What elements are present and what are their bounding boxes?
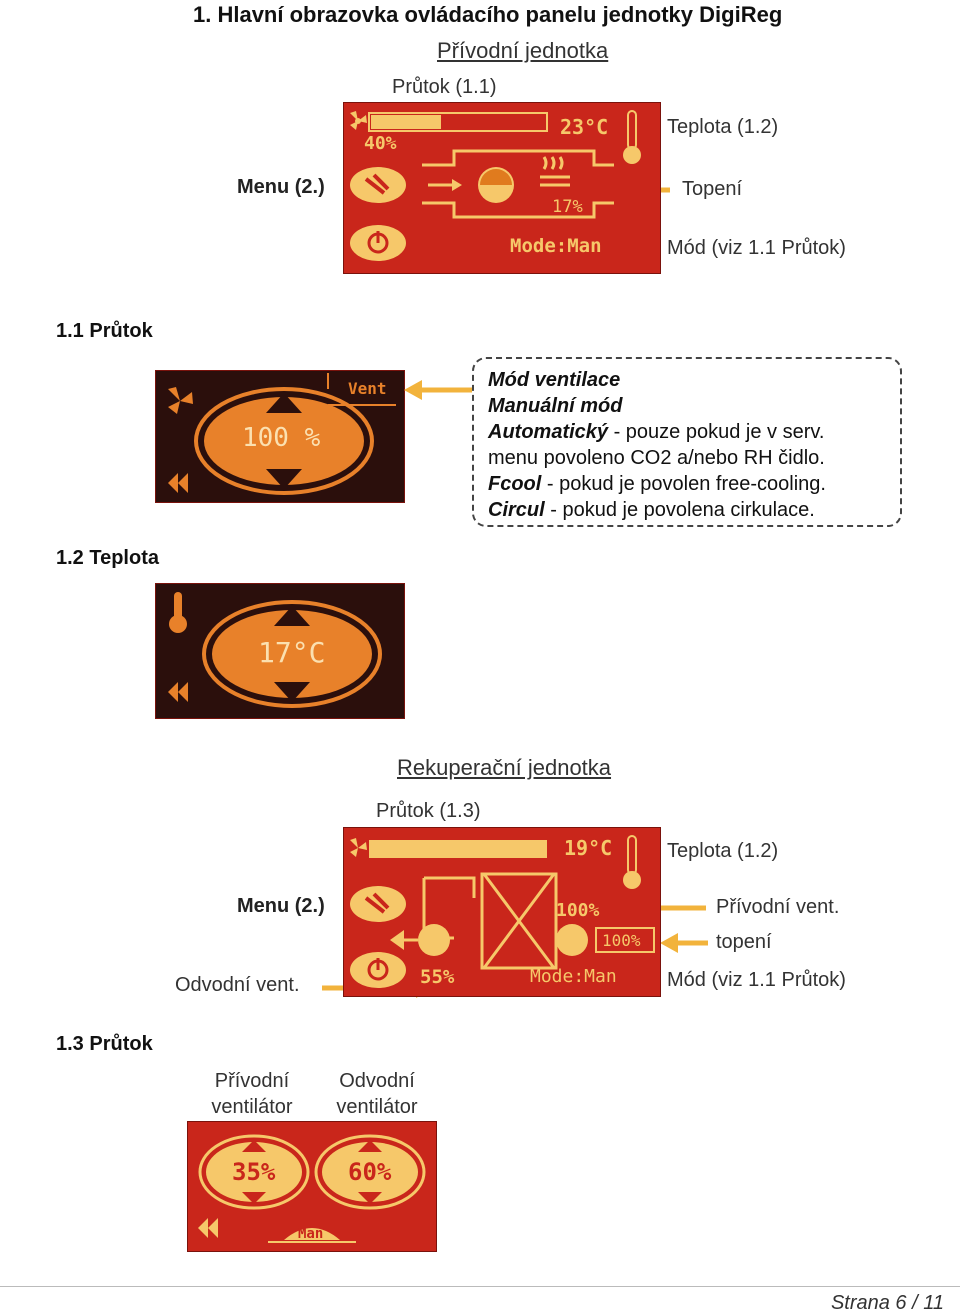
temp-value: 17°C bbox=[258, 636, 326, 669]
thermometer-icon bbox=[623, 835, 641, 889]
exhaust-fan-icon bbox=[418, 924, 450, 956]
label-supply-fan: Přívodní vent. bbox=[716, 896, 840, 918]
label-temp: Teplota (1.2) bbox=[667, 840, 779, 862]
up-arrow-icon bbox=[358, 1140, 382, 1152]
flow-bar-fill bbox=[371, 115, 441, 129]
heat-value: 100% bbox=[602, 931, 641, 950]
flow-value: 100 % bbox=[242, 423, 321, 453]
label-heating: Topení bbox=[682, 178, 743, 200]
heading-1-3: 1.3 Průtok bbox=[56, 1033, 153, 1055]
callout-line: Fcool - pokud je povolen free-cooling. bbox=[488, 473, 826, 495]
fan-icon bbox=[350, 838, 367, 857]
mode-value: Mode:Man bbox=[530, 966, 617, 987]
label-menu: Menu (2.) bbox=[237, 895, 325, 917]
heat-value: 17% bbox=[552, 197, 583, 217]
recup-screen: 19°C 100% 100% 55% Mode:Man bbox=[343, 827, 661, 997]
arrow-mode bbox=[404, 380, 472, 400]
supply-value: 100% bbox=[556, 900, 600, 921]
exhaust-fan-value: 60% bbox=[348, 1158, 392, 1186]
up-arrow-icon bbox=[242, 1140, 266, 1152]
thermometer-icon bbox=[169, 592, 187, 633]
back-icon bbox=[168, 682, 188, 702]
heading-1-2: 1.2 Teplota bbox=[56, 547, 159, 569]
page-title: 1. Hlavní obrazovka ovládacího panelu je… bbox=[193, 2, 783, 27]
fan-icon bbox=[168, 387, 193, 414]
label-mode: Mód (viz 1.1 Průtok) bbox=[667, 969, 846, 991]
label-exhaust-fan: Odvodní vent. bbox=[175, 974, 300, 996]
flow-bar-outline bbox=[368, 112, 548, 132]
supply-heading: Přívodní jednotka bbox=[437, 38, 609, 63]
up-arrow-icon bbox=[274, 606, 310, 626]
footer-divider bbox=[0, 1286, 960, 1287]
flow-screen: 100 % Vent bbox=[155, 370, 405, 503]
wrench-icon bbox=[350, 167, 406, 203]
callout-line: Mód ventilace bbox=[488, 369, 621, 391]
temp-value: 23°C bbox=[560, 115, 609, 139]
label-flow-1-1: Průtok (1.1) bbox=[392, 76, 497, 98]
recup-heading: Rekuperační jednotka bbox=[397, 755, 612, 780]
heater-icon bbox=[540, 156, 570, 187]
mode-value: Mode:Man bbox=[510, 235, 602, 257]
supply-fan-icon bbox=[556, 924, 588, 956]
vent-tag: Vent bbox=[348, 379, 387, 398]
down-arrow-icon bbox=[242, 1192, 266, 1204]
label-heating: topení bbox=[716, 931, 772, 953]
label-temp: Teplota (1.2) bbox=[667, 116, 779, 138]
page-number: Strana 6 / 11 bbox=[830, 1292, 944, 1314]
label-menu: Menu (2.) bbox=[237, 176, 325, 198]
heat-exchanger-icon bbox=[422, 872, 558, 970]
callout-line: Automatický - pouze pokud je v serv. bbox=[488, 421, 825, 443]
temp-screen: 17°C bbox=[155, 583, 405, 719]
mode-value: Man bbox=[298, 1226, 324, 1242]
label-flow-1-3: Průtok (1.3) bbox=[376, 800, 481, 822]
down-arrow-icon bbox=[274, 682, 310, 702]
down-arrow-icon bbox=[358, 1192, 382, 1204]
supply-screen: 40% 23°C 17% Mode:Man bbox=[343, 102, 661, 274]
callout-line: Manuální mód bbox=[488, 395, 623, 417]
wrench-icon bbox=[350, 886, 406, 922]
temp-value: 19°C bbox=[564, 836, 613, 860]
back-icon bbox=[198, 1218, 218, 1238]
heading-1-1: 1.1 Průtok bbox=[56, 320, 153, 342]
callout-line: menu povoleno CO2 a/nebo RH čidlo. bbox=[488, 447, 825, 469]
power-icon bbox=[350, 952, 406, 988]
thermometer-icon bbox=[623, 110, 641, 164]
supply-fan-value: 35% bbox=[232, 1158, 276, 1186]
fan-icon bbox=[350, 111, 367, 130]
label-mode: Mód (viz 1.1 Průtok) bbox=[667, 237, 846, 259]
down-arrow-icon bbox=[266, 469, 302, 489]
mode-callout: Mód ventilace Manuální mód Automatický -… bbox=[472, 357, 902, 527]
up-arrow-icon bbox=[266, 393, 302, 413]
dual-flow-screen: 35% 60% Man bbox=[187, 1121, 437, 1252]
callout-line: Circul - pokud je povolena cirkulace. bbox=[488, 499, 815, 521]
back-icon bbox=[168, 473, 188, 493]
arrow-heating bbox=[660, 933, 708, 953]
supply-diagram bbox=[350, 110, 641, 261]
exhaust-fan-control bbox=[314, 1134, 426, 1210]
power-icon bbox=[350, 225, 406, 261]
flow-value: 40% bbox=[364, 133, 397, 154]
flow-bar-fill bbox=[369, 840, 547, 858]
exhaust-value: 55% bbox=[420, 966, 455, 988]
supply-fan-control bbox=[198, 1134, 310, 1210]
